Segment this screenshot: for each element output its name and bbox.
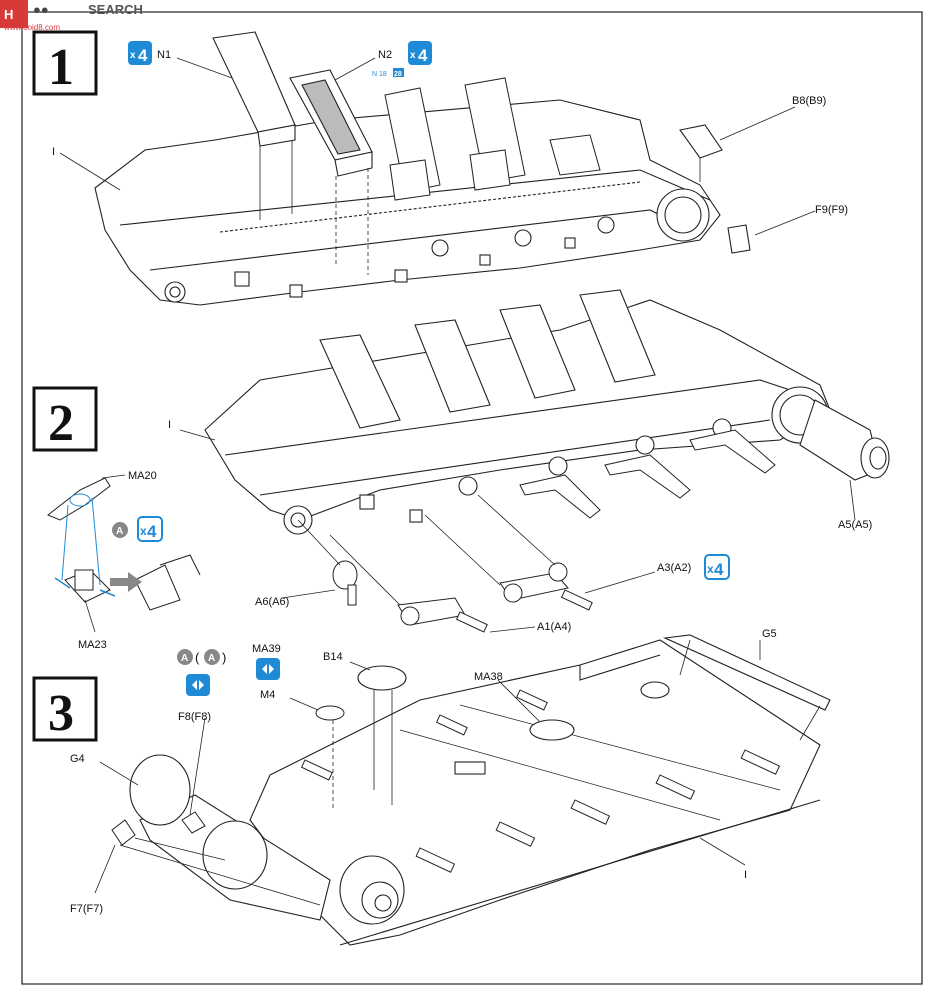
label-ma38: MA38 <box>474 671 503 683</box>
option-circle-icon <box>112 522 128 538</box>
watermark-sub: www.ooid8.com <box>3 23 60 32</box>
part-b8 <box>679 124 723 182</box>
label-a1: A1(A4) <box>537 621 571 633</box>
step-1: 1 <box>32 30 848 306</box>
label-b8: B8(B9) <box>792 95 826 107</box>
step-1-box <box>32 30 98 96</box>
step-3-box <box>32 676 98 742</box>
part-m4 <box>315 705 345 810</box>
svg-text:x: x <box>410 50 416 61</box>
step-2: 2 <box>32 289 890 651</box>
label-g4: G4 <box>70 753 85 765</box>
part-n2 <box>289 69 373 275</box>
qty-ma: 4 <box>147 522 157 541</box>
svg-text:): ) <box>222 650 226 665</box>
qty-n2: 4 <box>418 46 428 65</box>
watermark-brand: SEARCH <box>88 2 143 17</box>
multiply-icon <box>137 516 163 542</box>
step-1-number: 1 <box>48 39 74 96</box>
step-2-number: 2 <box>48 395 74 452</box>
svg-text:(: ( <box>195 650 200 665</box>
label-hull-3: I <box>744 869 747 881</box>
label-hull-1: I <box>52 146 55 158</box>
label-ma39: MA39 <box>252 643 281 655</box>
label-m4: M4 <box>260 689 275 701</box>
label-b14: B14 <box>323 651 343 663</box>
step-2-leaders <box>179 429 856 633</box>
part-a3 <box>499 562 593 611</box>
part-n1 <box>212 31 296 220</box>
multiply-icon <box>408 41 432 65</box>
option-badge-step2: A x 4 <box>112 516 163 542</box>
subassembly-ma <box>47 477 201 611</box>
svg-text:H: H <box>4 7 13 22</box>
installed-arms <box>519 429 776 519</box>
svg-text:x: x <box>140 524 147 538</box>
label-a6: A6(A6) <box>255 596 289 608</box>
qty-n1: 4 <box>138 46 148 65</box>
torsion-slots <box>384 77 601 201</box>
hull-bottom <box>129 639 821 946</box>
n2-reference: N 18 28 <box>372 68 404 78</box>
assemble-pair-icon-f8 <box>186 674 210 696</box>
hull-side-middle <box>204 289 831 535</box>
option-circle-icon <box>204 649 220 665</box>
qty-badge-a3: x 4 <box>704 554 730 580</box>
watermark: H ●● SEARCH www.ooid8.com <box>0 0 143 32</box>
label-hull-2: I <box>168 419 171 431</box>
label-a5: A5(A5) <box>838 519 872 531</box>
page-frame <box>21 11 923 985</box>
qty-badge-n2: x 4 <box>408 41 432 65</box>
part-a1 <box>397 597 488 633</box>
svg-text:N 18: N 18 <box>372 71 387 78</box>
part-a5 <box>799 399 890 481</box>
option-circle-icon <box>177 649 193 665</box>
step-3: 3 <box>32 628 831 946</box>
svg-text:x: x <box>130 50 136 61</box>
qty-a3: 4 <box>714 560 724 579</box>
svg-text:●●: ●● <box>33 2 49 17</box>
svg-text:x: x <box>707 562 714 576</box>
axles <box>300 689 781 873</box>
multiply-icon <box>704 554 730 580</box>
part-f9 <box>727 224 751 254</box>
label-g5: G5 <box>762 628 777 640</box>
svg-text:A: A <box>181 653 188 664</box>
label-n2: N2 <box>378 49 392 61</box>
assemble-pair-icon-m4 <box>256 658 280 680</box>
step-1-leaders <box>59 57 816 236</box>
label-f9: F9(F9) <box>815 204 848 216</box>
part-b14 <box>357 665 407 805</box>
step-2-box <box>32 386 98 452</box>
label-ma23: MA23 <box>78 639 107 651</box>
step-3-leaders <box>94 640 761 906</box>
label-f7: F7(F7) <box>70 903 103 915</box>
step-3-number: 3 <box>48 685 74 742</box>
qty-badge-n1: x 4 <box>128 41 152 65</box>
svg-text:A: A <box>208 653 215 664</box>
svg-text:A: A <box>116 526 123 537</box>
option-pair-step3: A ( A ) <box>177 649 226 665</box>
part-a6 <box>332 560 358 606</box>
arrow-right-icon <box>110 572 142 592</box>
part-g5 <box>662 634 831 741</box>
label-n1: N1 <box>157 49 171 61</box>
watermark-logo <box>0 0 28 28</box>
svg-text:28: 28 <box>394 71 402 78</box>
label-a3: A3(A2) <box>657 562 691 574</box>
part-f8 <box>181 811 206 834</box>
label-ma20: MA20 <box>128 470 157 482</box>
part-f7 <box>111 819 136 846</box>
label-f8: F8(F8) <box>178 711 211 723</box>
multiply-icon <box>128 41 152 65</box>
